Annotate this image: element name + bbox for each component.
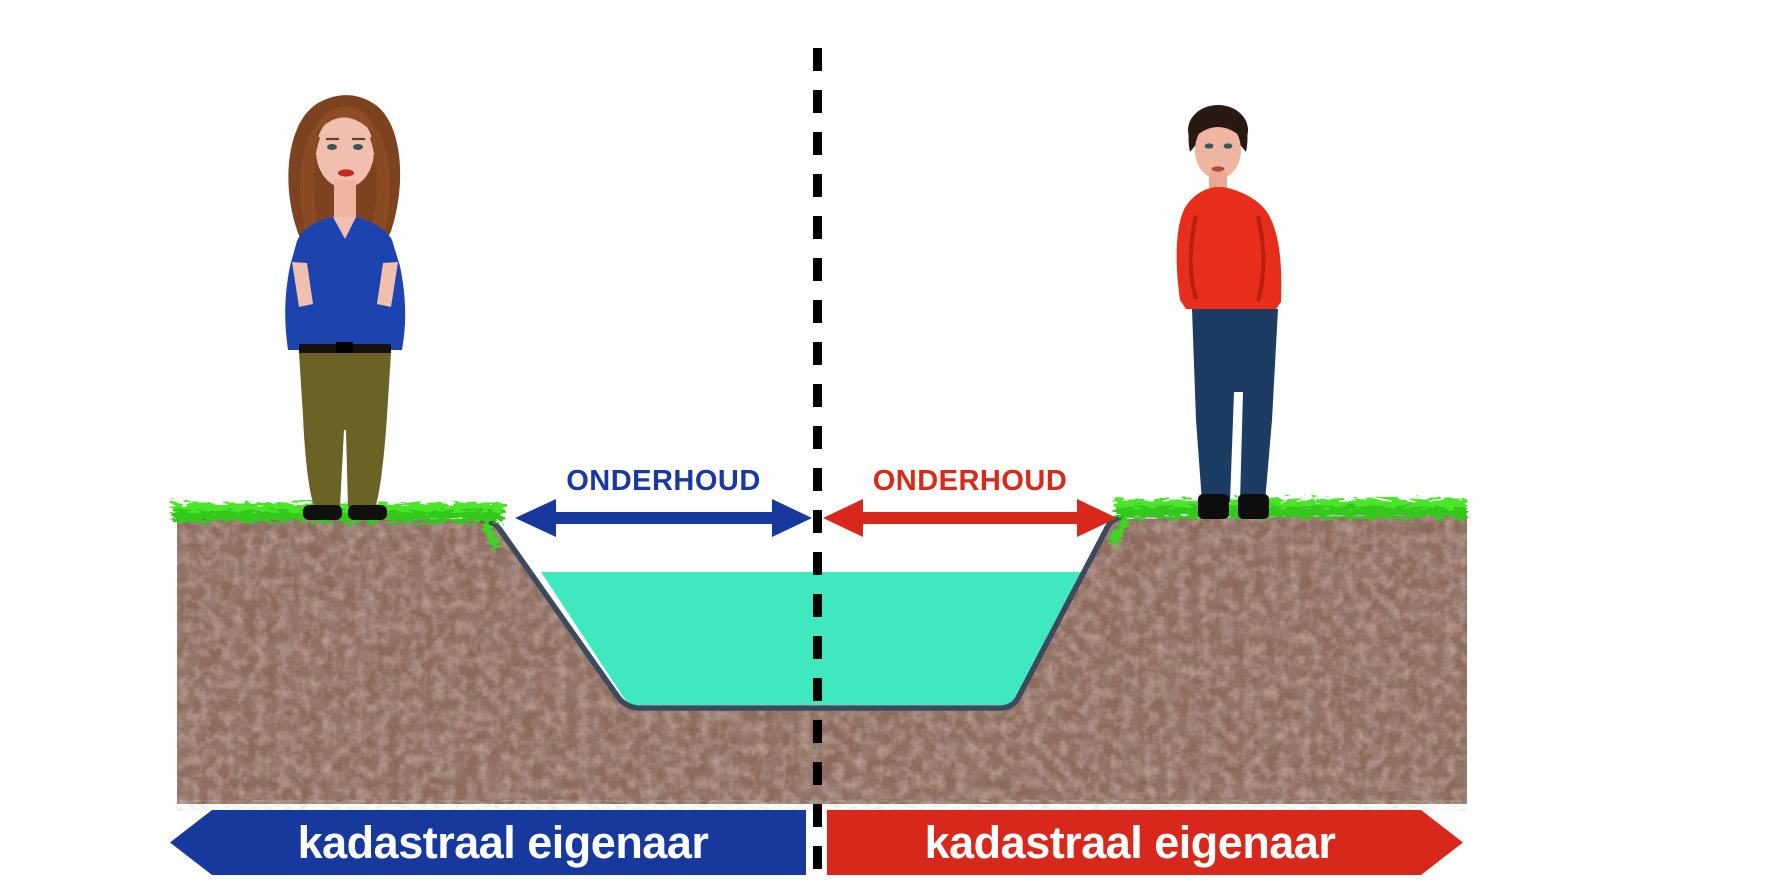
- grass-right-corner: [1108, 516, 1130, 545]
- ditch-outline: [480, 515, 1124, 711]
- owner-banner-left: kadastraal eigenaar: [170, 810, 806, 875]
- owner-banner-left-label: kadastraal eigenaar: [297, 816, 709, 868]
- maintenance-label-left: ONDERHOUD: [566, 465, 761, 497]
- owner-banner-right: kadastraal eigenaar: [827, 810, 1463, 875]
- grass-left-corner: [480, 520, 502, 548]
- soil-cross-section: [177, 515, 1467, 804]
- maintenance-arrow-right: [823, 499, 1117, 537]
- maintenance-arrow-left: [515, 499, 812, 537]
- grass-right-highlight: [1114, 499, 1467, 507]
- maintenance-label-right: ONDERHOUD: [872, 465, 1068, 497]
- left-owner-figure: [285, 95, 406, 520]
- right-owner-figure: [1176, 105, 1282, 519]
- owner-banner-right-label: kadastraal eigenaar: [924, 816, 1336, 868]
